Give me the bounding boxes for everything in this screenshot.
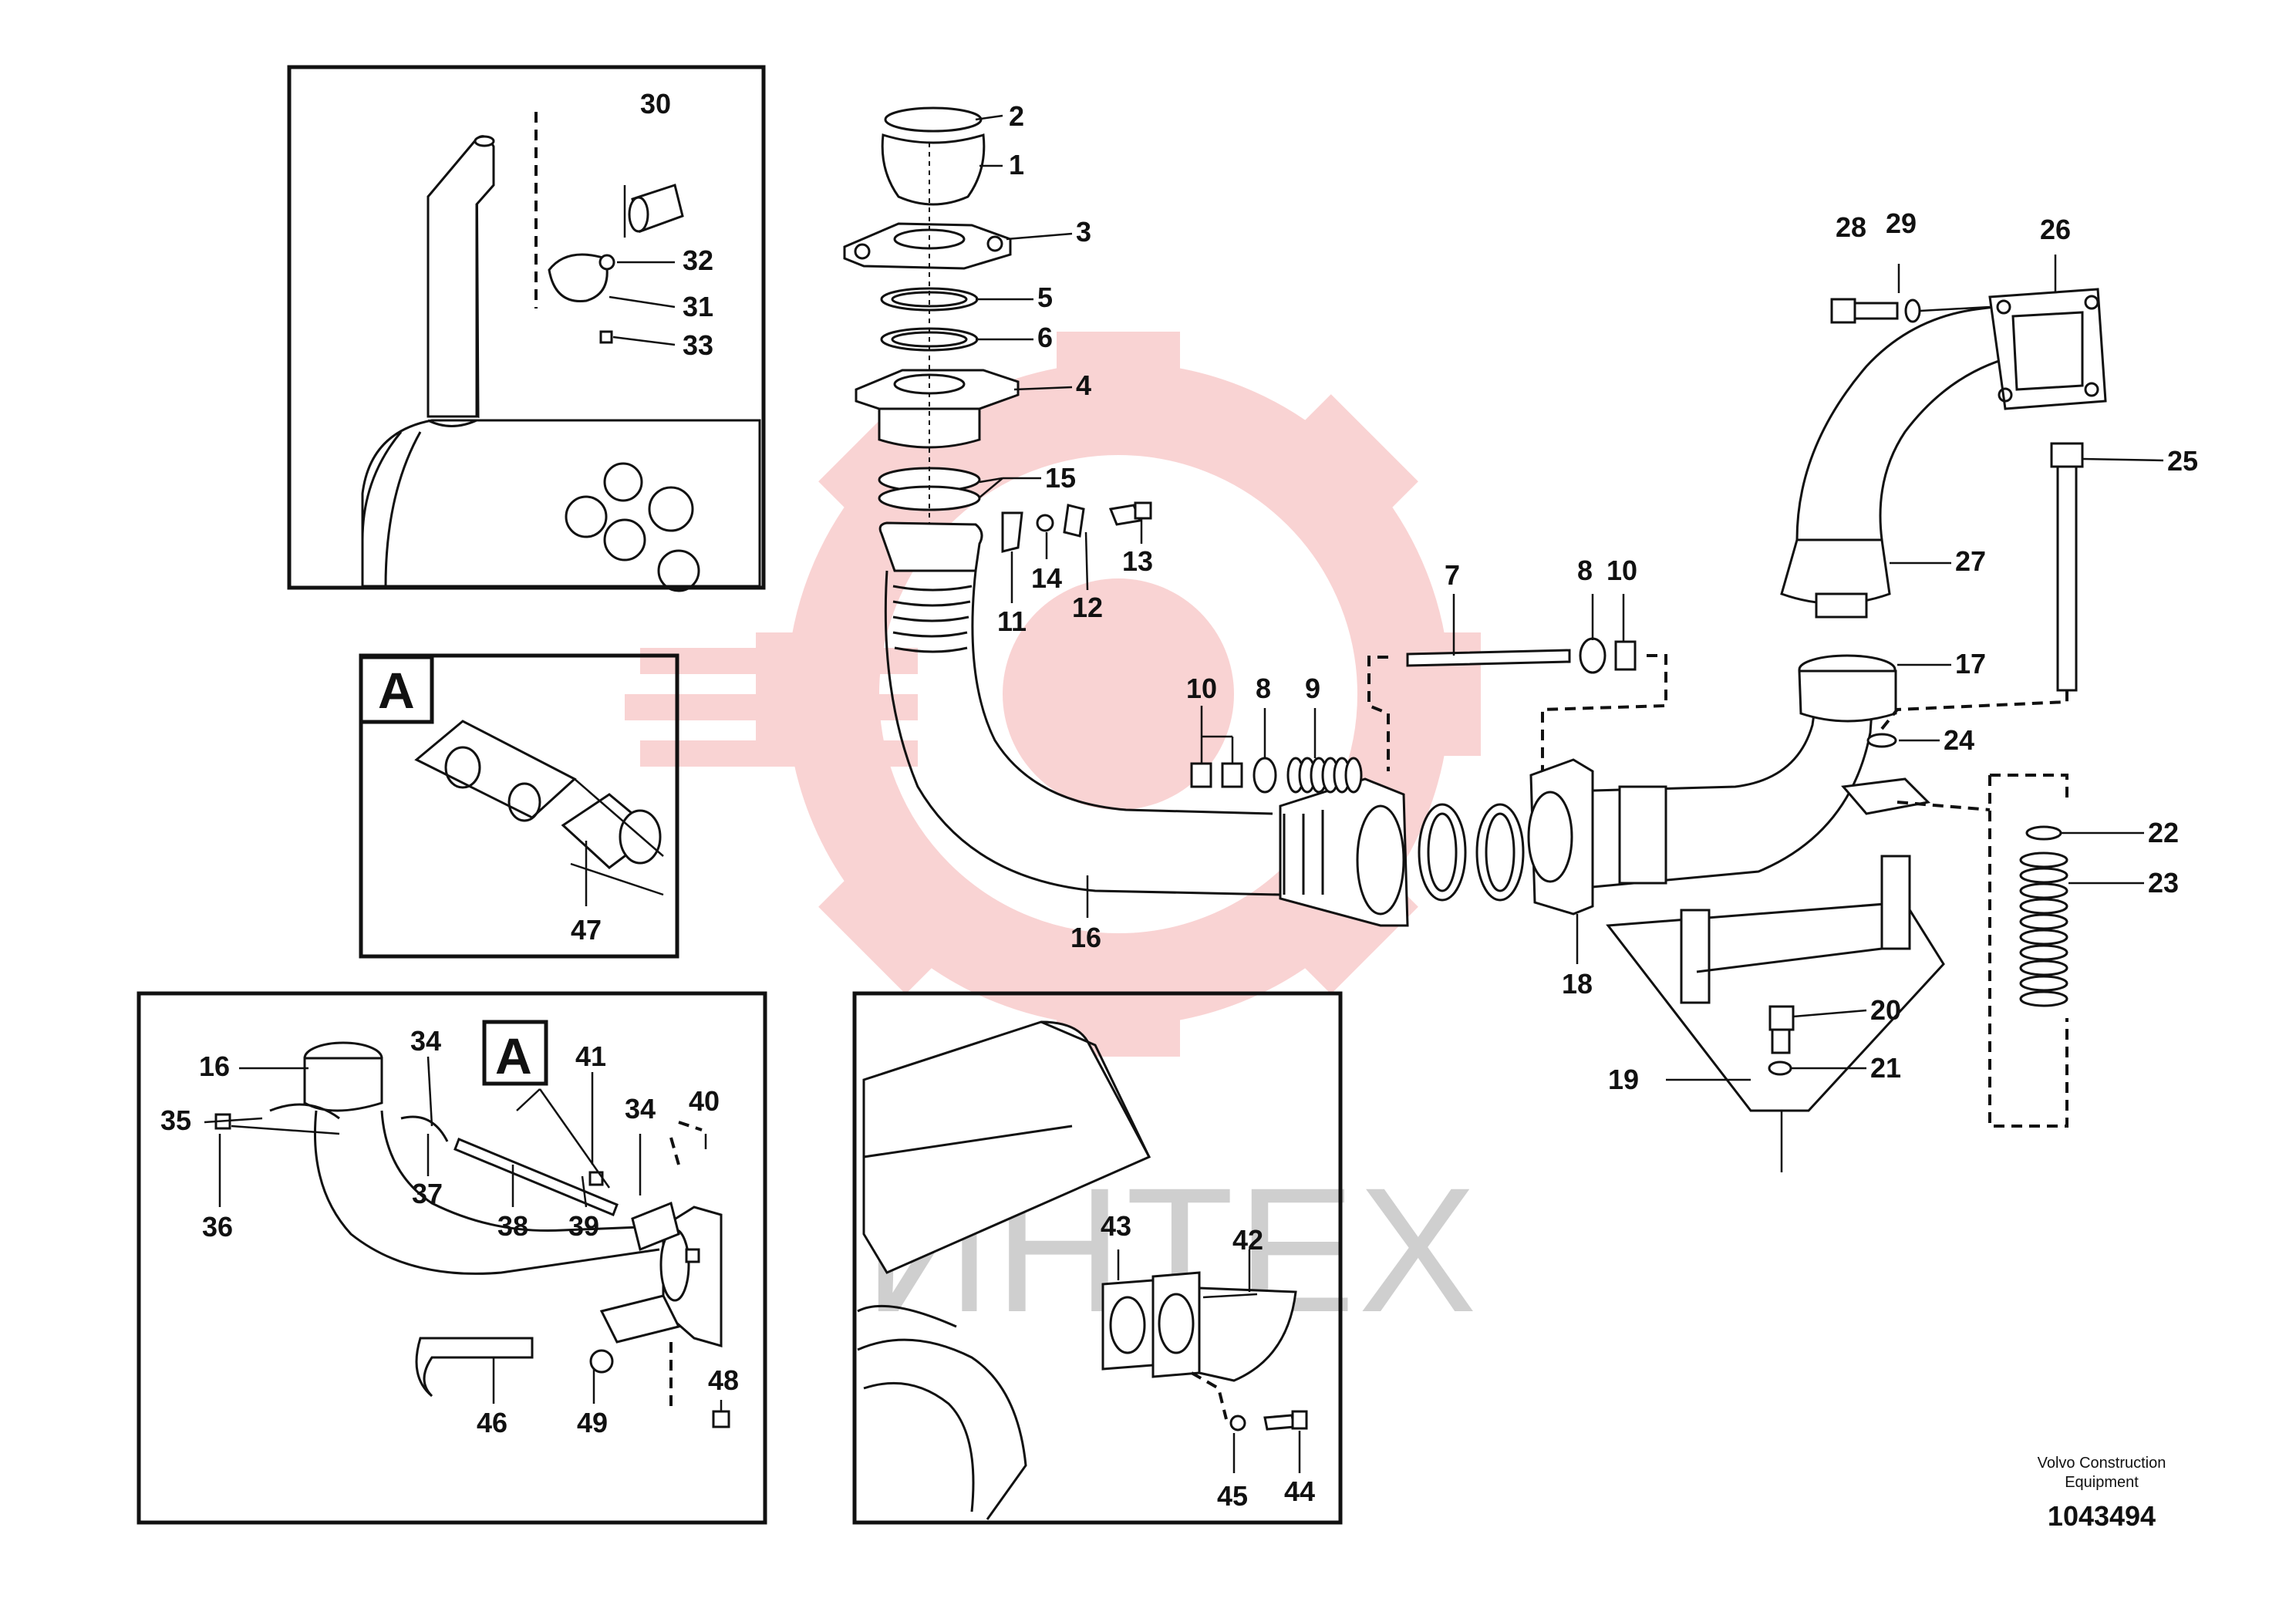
callout-6: 6 [1037,322,1053,353]
callout-bA: A [495,1027,532,1084]
callout-18: 18 [1562,968,1593,1000]
callout-8a: 8 [1577,555,1593,586]
callout-b40: 40 [689,1085,720,1117]
callout-21: 21 [1870,1052,1901,1084]
callout-b41: 41 [575,1040,606,1072]
callout-b49: 49 [577,1407,608,1438]
callout-b46: 46 [477,1407,507,1438]
callout-7: 7 [1445,559,1460,591]
callout-4: 4 [1076,369,1091,401]
main-assembly [843,106,2164,1172]
callout-30: 30 [640,88,671,120]
company-line-1: Volvo Construction [2038,1455,2166,1472]
callout-8b: 8 [1256,673,1271,704]
callout-26: 26 [2040,214,2071,245]
callout-20: 20 [1870,994,1901,1026]
callout-b39: 39 [568,1210,599,1242]
callout-5: 5 [1037,282,1053,313]
callout-b37: 37 [412,1178,443,1209]
bottom-middle-view [857,1020,1308,1520]
callout-b35: 35 [160,1104,191,1136]
detail-a-view [359,655,664,906]
callout-22: 22 [2148,817,2179,848]
callout-11: 11 [997,605,1027,637]
callout-12: 12 [1072,592,1103,623]
callout-29: 29 [1886,207,1917,239]
top-left-view [361,112,761,592]
callout-b38: 38 [497,1210,528,1242]
callout-1: 1 [1009,149,1024,180]
callout-3: 3 [1076,216,1091,248]
drawing-number: 1043494 [2048,1500,2156,1532]
callout-28: 28 [1836,211,1866,243]
callout-19: 19 [1608,1064,1639,1095]
callout-33: 33 [683,329,713,361]
callout-31: 31 [683,291,713,322]
callout-14: 14 [1031,562,1062,594]
callout-m44: 44 [1284,1475,1315,1507]
callout-m45: 45 [1217,1480,1248,1512]
frame-top-left [287,65,766,590]
callout-m42: 42 [1232,1224,1263,1256]
callout-b34b: 34 [625,1093,656,1125]
callout-b36: 36 [202,1211,233,1243]
callout-47: 47 [571,914,602,946]
callout-25: 25 [2167,445,2198,477]
frame-bottom-middle [852,991,1343,1525]
callout-17: 17 [1955,648,1986,679]
callout-15: 15 [1045,462,1076,494]
callout-27: 27 [1955,545,1986,577]
callout-2: 2 [1009,100,1024,132]
bottom-left-view [204,1020,730,1428]
callout-m43: 43 [1101,1210,1131,1242]
frame-bottom-left [137,991,767,1525]
callout-23: 23 [2148,867,2179,899]
callout-10a: 10 [1607,555,1637,586]
callout-32: 32 [683,244,713,276]
detail-a-letter: A [378,662,415,719]
callout-b48: 48 [708,1364,739,1396]
callout-10b: 10 [1186,673,1217,704]
callout-b16: 16 [199,1050,230,1082]
company-line-2: Equipment [2065,1474,2139,1491]
callout-16: 16 [1070,922,1101,953]
callout-24: 24 [1944,724,1974,756]
callout-13: 13 [1122,545,1153,577]
callout-b34a: 34 [410,1025,441,1057]
frame-detail-a [359,653,679,959]
callout-9: 9 [1305,673,1320,704]
